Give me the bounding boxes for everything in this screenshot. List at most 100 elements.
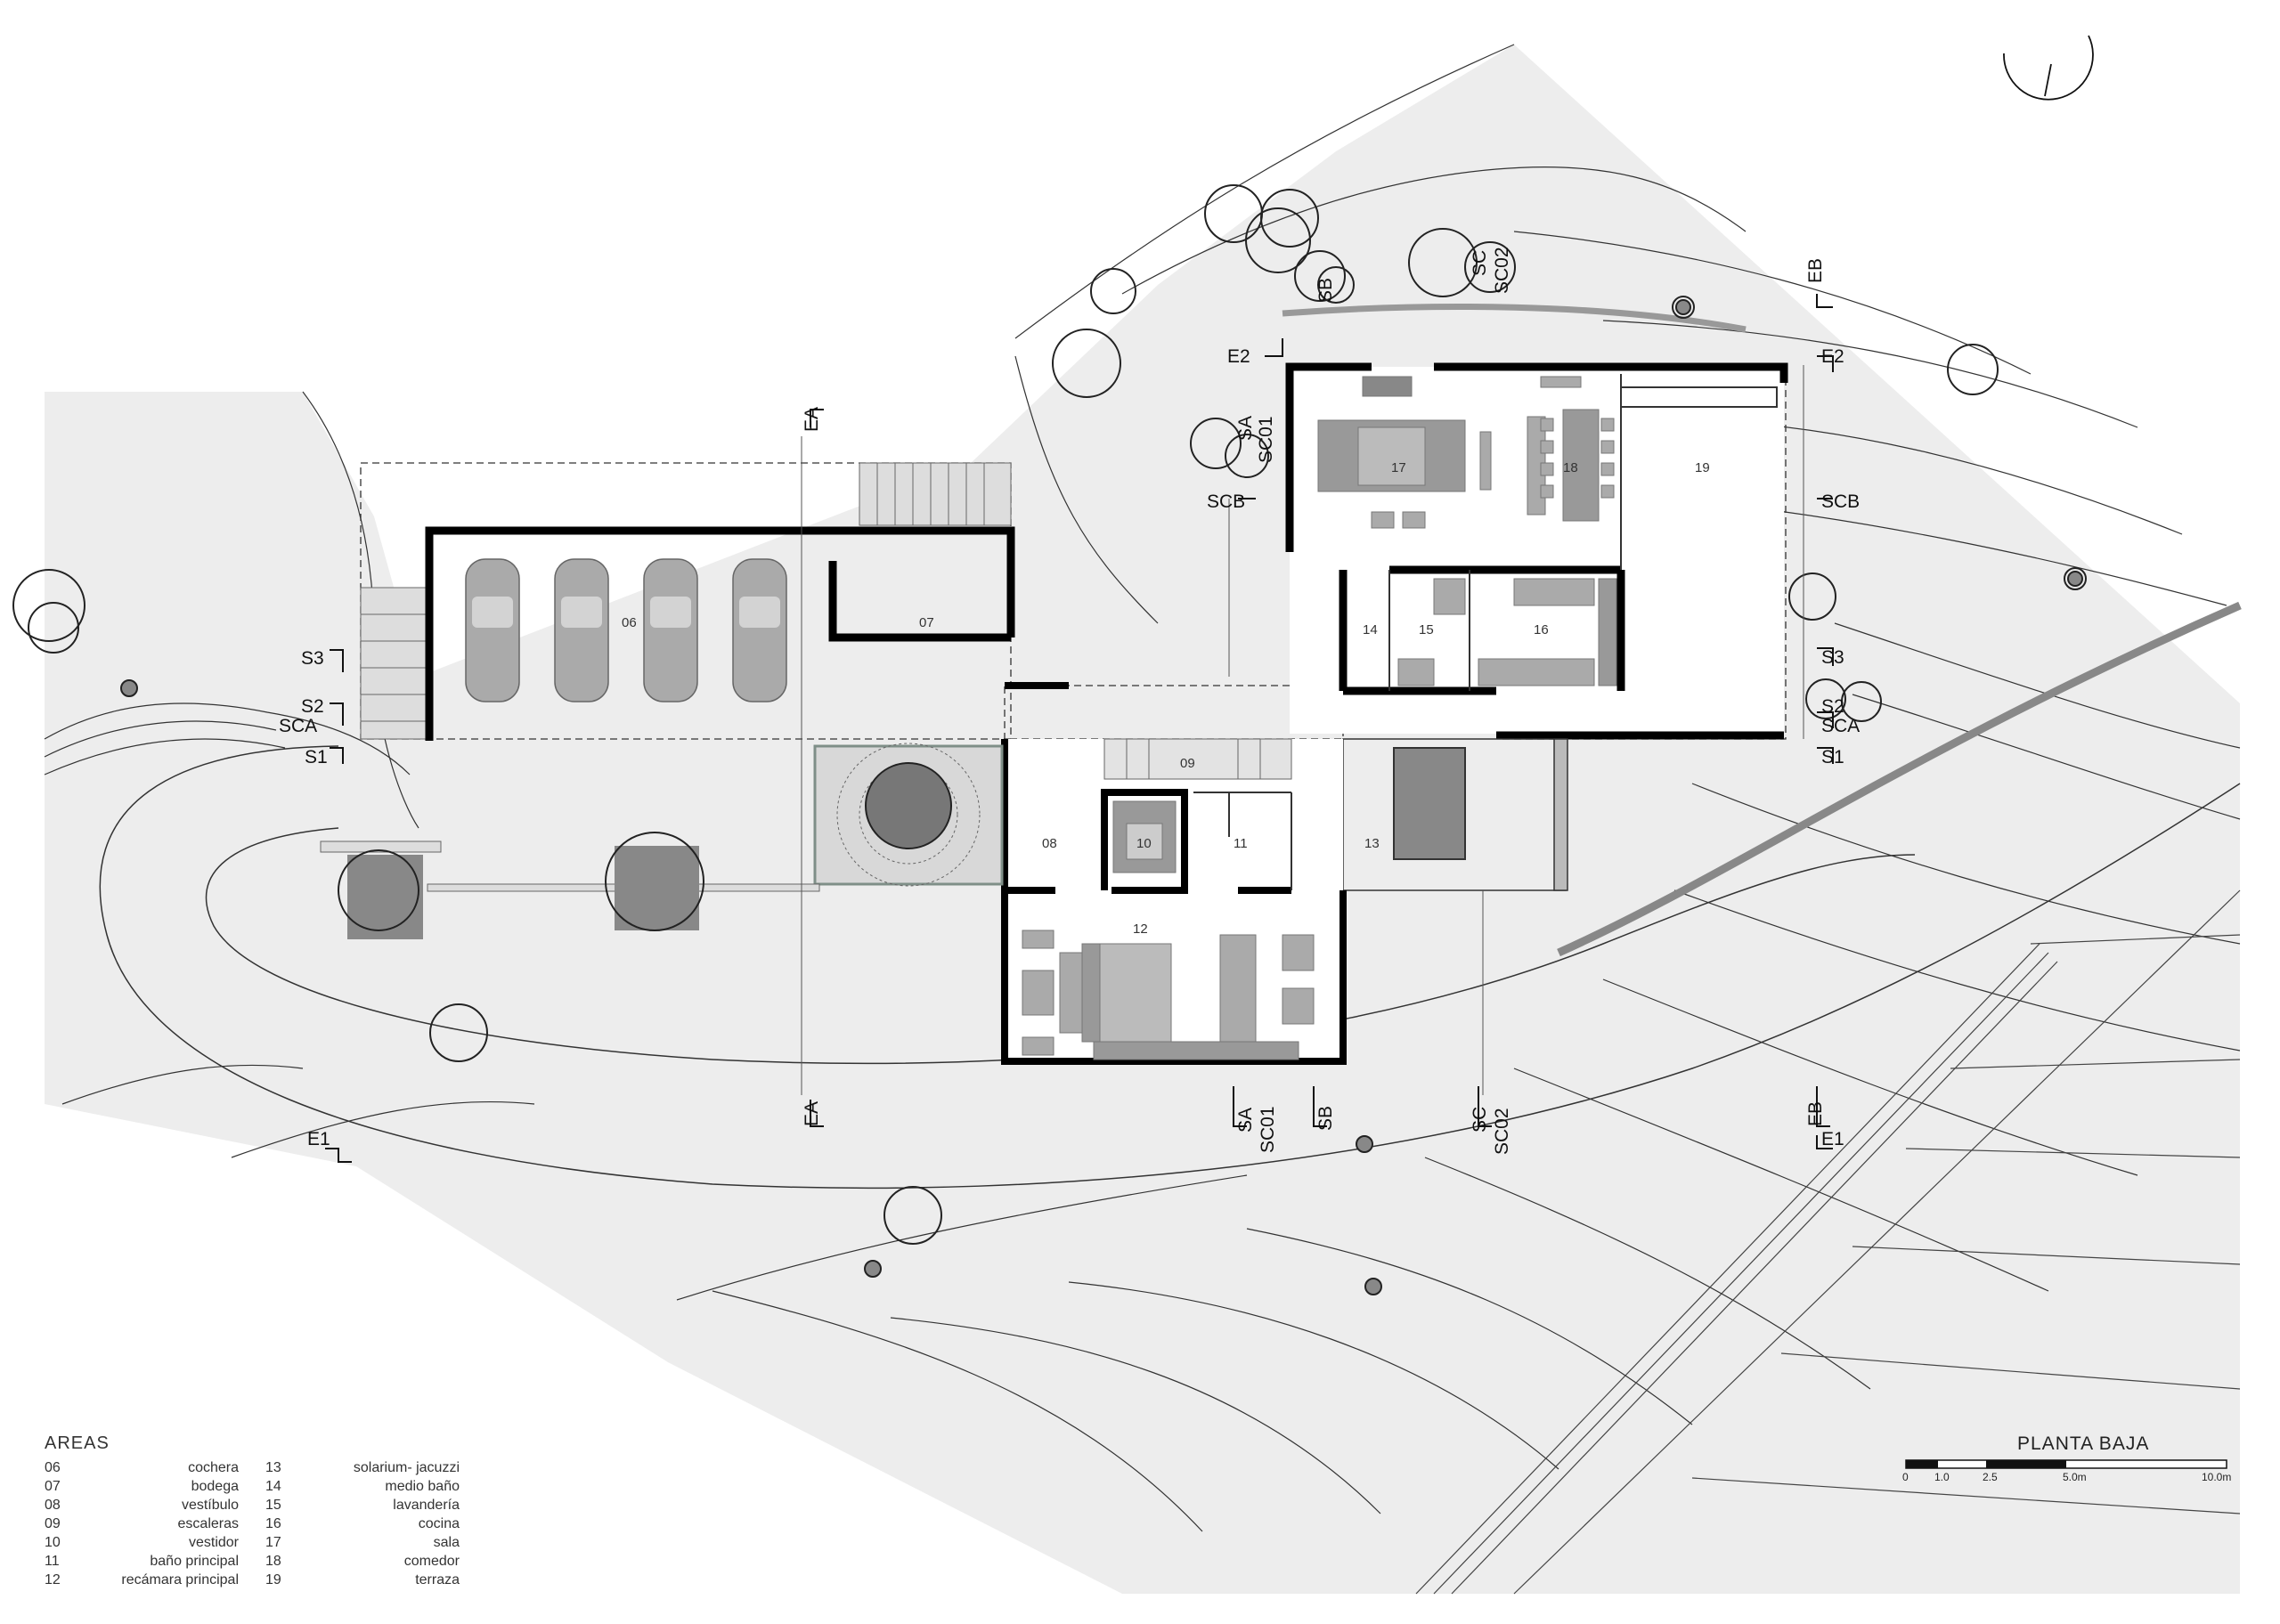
plan-title: PLANTA BAJA [2017,1433,2150,1454]
area-name-11: baño principal [150,1554,239,1569]
area-name-19: terraza [415,1572,460,1587]
sec-sc02-top-label: SC02 [1492,247,1512,294]
sec-e2-left-label: E2 [1227,346,1250,367]
sec-sc02-bottom-label: SC02 [1492,1108,1512,1155]
sec-scb-right-label: SCB [1821,491,1860,512]
area-name-18: comedor [403,1554,460,1569]
area-name-13: solarium- jacuzzi [353,1460,460,1475]
retaining-wall [1557,601,2242,957]
areas-column-2: 13 solarium- jacuzzi 14 medio baño 15 lavande… [265,1459,460,1589]
sec-eb-top-label: EB [1805,258,1826,283]
area-num-15: 15 [265,1498,281,1513]
area-num-08: 08 [45,1498,61,1513]
room-17-label: 17 [1391,460,1406,475]
sec-e2-right-label: E2 [1821,346,1844,367]
area-num-13: 13 [265,1460,281,1475]
sec-sca-label: SCA [279,716,317,736]
section-dashed-lines [801,365,1804,1095]
room-19-label: 19 [1695,460,1710,475]
driveway [99,745,2241,1190]
sec-ea-top-label: EA [802,407,822,432]
bedroom-furniture [1022,800,1315,1060]
scale-bar-label: 1.0 [1934,1471,1950,1483]
area-num-17: 17 [265,1535,281,1550]
street-grid [1415,889,2241,1595]
area-name-08: vestíbulo [181,1498,239,1513]
terrace-outline [1342,738,1568,891]
upper-retaining-wall [1282,304,1747,333]
sec-s1-label: S1 [305,747,328,767]
sec-sa-top-label: SA [1235,416,1256,441]
sec-sc01-bottom-label: SC01 [1258,1106,1278,1153]
garage-walls [425,526,1015,741]
sec-eb-bottom-label: EB [1805,1101,1826,1126]
room-10-label: 10 [1136,836,1152,851]
scale-bar-label: 5.0m [2063,1471,2087,1483]
room-06-label: 06 [622,615,637,630]
area-name-17: sala [433,1535,460,1550]
sec-sc-bottom-label: SC [1470,1107,1490,1133]
area-name-06: cochera [188,1460,239,1475]
area-num-07: 07 [45,1479,61,1494]
area-name-15: lavandería [393,1498,460,1513]
room-16-label: 16 [1534,622,1549,637]
room-11-label: 11 [1234,836,1248,851]
living-wing-partitions [1388,374,1778,691]
trees [12,184,2087,1245]
area-num-09: 09 [45,1516,61,1531]
scale-bar-label: 10.0m [2202,1471,2231,1483]
area-name-16: cocina [418,1516,460,1531]
room-13-label: 13 [1364,836,1380,851]
area-name-10: vestidor [188,1535,239,1550]
jacuzzi [1393,747,1466,860]
area-num-12: 12 [45,1572,61,1587]
cars [465,558,787,702]
areas-heading: AREAS [45,1433,110,1453]
north-arrow [2003,35,2094,101]
small-trees [120,299,2083,1295]
area-name-09: escaleras [177,1516,239,1531]
scale-bar-segment [1906,1460,1938,1468]
stair-09 [1103,738,1292,780]
area-num-16: 16 [265,1516,281,1531]
sec-s1-right-label: S1 [1821,747,1844,767]
area-name-07: bodega [191,1479,239,1494]
area-name-12: recámara principal [121,1572,239,1587]
sec-sc01-top-label: SC01 [1256,416,1276,463]
area-num-14: 14 [265,1479,281,1494]
scale-bar-segment [1986,1460,2066,1468]
area-num-06: 06 [45,1460,61,1475]
areas-column-1: 06 cochera 07 bodega 08 vestíbulo 09 escaleras 1… [45,1459,239,1589]
scale-bar-label: 0 [1902,1471,1909,1483]
room-09-label: 09 [1180,756,1195,771]
bedroom-wing-walls [1001,682,1347,1065]
sec-sc-top-label: SC [1470,250,1490,276]
sec-s3-label: S3 [301,648,324,669]
garage-stair [360,462,1012,740]
room-08-label: 08 [1042,836,1057,851]
sec-sa-bottom-label: SA [1235,1108,1256,1133]
bedroom-partitions [1193,792,1292,890]
room-15-label: 15 [1419,622,1434,637]
area-num-19: 19 [265,1572,281,1587]
area-name-14: medio baño [385,1479,460,1494]
area-num-11: 11 [45,1554,60,1569]
scale-bar-label: 2.5 [1983,1471,1998,1483]
room-12-label: 12 [1133,922,1148,937]
sec-scb-left-label: SCB [1207,491,1245,512]
living-wing-walls [1285,362,1788,740]
sec-e1-label: E1 [307,1129,330,1149]
scale-bar: 0 1.0 2.5 5.0m 10.0m [1902,1459,2231,1483]
sec-s2-label: S2 [301,696,324,717]
sec-s3-right-label: S3 [1821,647,1844,668]
area-num-18: 18 [265,1554,281,1569]
areas-legend: AREAS 06 cochera 07 bodega 08 vestíbulo 09 esca… [45,1433,508,1589]
sec-e1-right-label: E1 [1821,1129,1844,1149]
sec-sb-bottom-label: SB [1315,1106,1336,1131]
living-furniture [1317,376,1617,686]
section-lines [325,294,1834,1163]
sec-sb-top-label: SB [1315,278,1336,303]
room-14-label: 14 [1363,622,1378,637]
area-num-10: 10 [45,1535,61,1550]
